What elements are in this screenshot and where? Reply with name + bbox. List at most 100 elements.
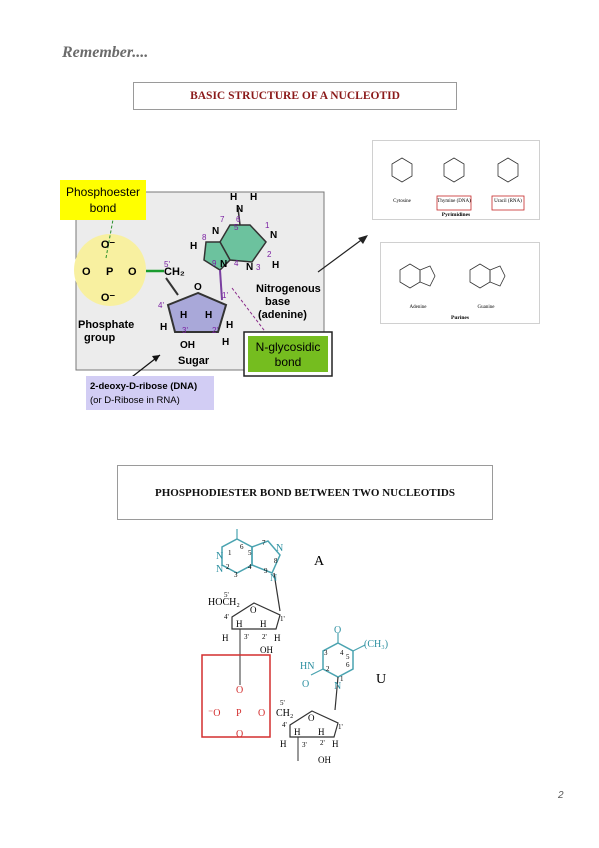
phosphate-circle <box>74 234 146 306</box>
s1-num-2: 2' <box>262 633 267 641</box>
s2-num-3: 3' <box>302 741 307 749</box>
base-num-4: 4 <box>234 259 239 268</box>
u-hn: HN <box>300 661 314 672</box>
sugar-h-2: H <box>205 310 212 321</box>
p-atom: P <box>236 708 242 719</box>
base-n-amino: N <box>236 204 243 215</box>
s2-ch2: CH₂ <box>276 708 293 719</box>
nitrogenous-label-1: Nitrogenous <box>256 283 321 295</box>
deoxyribose-box <box>86 376 214 410</box>
s2-num-1: 1' <box>338 723 343 731</box>
s2-h-1: H <box>294 727 301 737</box>
remember-heading: Remember.... <box>62 44 149 61</box>
base-n1: N <box>270 230 277 241</box>
label-u: U <box>376 672 386 687</box>
sugar-pointer-head <box>152 355 160 362</box>
amino-bond <box>237 207 241 226</box>
u-num-2: 2 <box>326 665 330 673</box>
adenine-name: Adenine <box>410 305 428 310</box>
phosphate-highlight <box>201 654 271 738</box>
u-n1: N <box>334 681 341 692</box>
sugar-ring <box>166 291 228 333</box>
phosphoester-label-1: Phosphoester <box>66 185 140 199</box>
sugar-h-3: H <box>160 322 167 333</box>
uracil-ring <box>497 157 519 183</box>
s2-num-4: 4' <box>282 721 287 729</box>
thymine-ring <box>443 157 465 183</box>
pyrimidines-panel: Cytosine Thymine (DNA) Uracil (RNA) Pyri… <box>372 140 540 220</box>
u-ch3: (CH₃) <box>364 639 388 650</box>
thymine-name: Thymine (DNA) <box>437 199 471 204</box>
nglyco-label-2: bond <box>275 355 302 369</box>
guanine-name: Guanine <box>478 305 496 310</box>
sugar-h-5: H <box>222 337 229 348</box>
s1-h-4: H <box>274 633 281 643</box>
page-number: 2 <box>558 790 564 801</box>
atom-o-eq: O <box>82 266 91 278</box>
cytosine-name: Cytosine <box>393 199 412 204</box>
u-glycosidic-line <box>334 676 339 711</box>
p-o-bottom: O <box>236 729 243 740</box>
base-h-8: H <box>190 241 197 252</box>
sugar-oh: OH <box>180 340 195 351</box>
uracil-name: Uracil (RNA) <box>494 199 522 204</box>
pyrimidines-panel-border <box>372 140 540 220</box>
label-a: A <box>314 554 325 569</box>
a-num-6: 6 <box>240 543 244 551</box>
s1-oh: OH <box>260 645 273 655</box>
atom-o-minus-top: O⁻ <box>101 239 116 251</box>
base-h-3: H <box>272 260 279 271</box>
s2-o: O <box>308 713 315 723</box>
base-num-5: 5 <box>234 223 239 232</box>
base-num-7: 7 <box>220 215 225 224</box>
a-num-2: 2 <box>226 563 230 571</box>
base-num-3: 3 <box>256 263 261 272</box>
s2-num-2: 2' <box>320 739 325 747</box>
glycosidic-pointer <box>231 287 271 339</box>
base-num-6: 6 <box>236 215 241 224</box>
atom-ch2: CH₂ <box>164 266 185 278</box>
nglyco-label-1: N-glycosidic <box>256 340 321 354</box>
s1-num-4: 4' <box>224 613 229 621</box>
base-num-1: 1 <box>265 221 270 230</box>
s2-h-4: H <box>332 739 339 749</box>
uracil-o2-line <box>310 668 324 676</box>
purines-label: Purines <box>451 315 469 321</box>
c5-bond <box>165 277 179 296</box>
adenine-ring-5 <box>251 540 281 574</box>
sugar-h-1: H <box>180 310 187 321</box>
atom-p: P <box>106 266 113 278</box>
phosphoester-label-box <box>60 180 146 220</box>
u-o2: O <box>302 679 309 690</box>
nitrogenous-label-3: (adenine) <box>258 309 307 321</box>
s2-h-2: H <box>318 727 325 737</box>
purines-panel: Adenine Guanine Purines <box>380 242 540 324</box>
nucleotide-diagram: Phosphoester bond O⁻ O P O O⁻ CH₂ O H H … <box>60 180 333 410</box>
a-glycosidic-line <box>273 572 281 612</box>
atom-o: O <box>128 266 137 278</box>
base-h-1: H <box>230 192 237 203</box>
a-num-9: 9 <box>264 567 268 575</box>
sugar-num-1: 1' <box>222 291 228 300</box>
section-title-phosphodiester: PHOSPHODIESTER BOND BETWEEN TWO NUCLEOTI… <box>117 465 493 520</box>
p-o-top: O <box>236 685 243 696</box>
deoxyribose-label: 2-deoxy-D-ribose (DNA) <box>90 381 197 392</box>
nitrogenous-label-2: base <box>265 296 290 308</box>
base-ring-5 <box>203 241 231 271</box>
a-num-1: 1 <box>228 549 232 557</box>
sugar-num-2: 2' <box>212 326 218 335</box>
glycosidic-bond-line <box>219 269 223 301</box>
sugar-num-3: 3' <box>182 326 188 335</box>
a-n3: N <box>216 564 223 575</box>
base-n7: N <box>212 226 219 237</box>
s2-oh: OH <box>318 755 331 765</box>
hoch2-label: HOCH₂ <box>208 597 240 608</box>
s2-num-5: 5' <box>280 699 285 707</box>
base-num-2: 2 <box>267 250 272 259</box>
s1-h-2: H <box>260 619 267 629</box>
base-h-2: H <box>250 192 257 203</box>
u-num-3: 3 <box>324 649 328 657</box>
sugar2-ring <box>289 710 339 738</box>
s1-h-3: H <box>222 633 229 643</box>
sugar1-ring <box>231 602 281 630</box>
